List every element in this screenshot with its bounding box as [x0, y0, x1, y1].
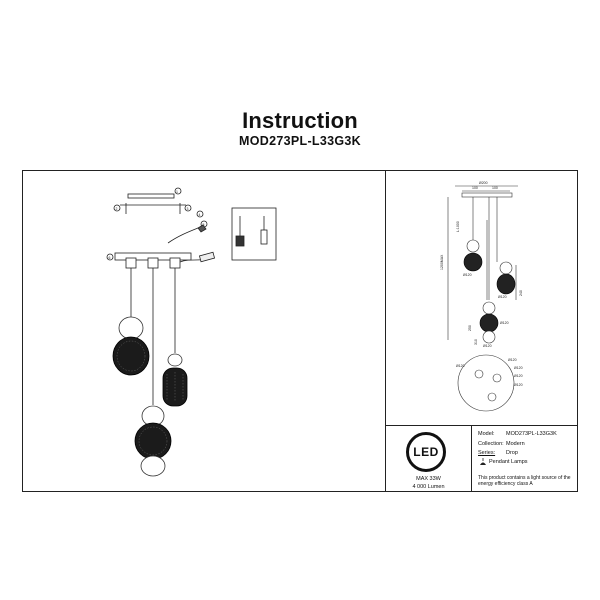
plan-view — [457, 354, 515, 412]
energy-note: This product contains a light source of … — [478, 475, 571, 487]
detail-box — [231, 207, 277, 261]
spec-model-value: MOD273PL-L33G3K — [506, 431, 557, 437]
dim-drop-2: 310 — [474, 339, 478, 345]
spec-type: Pendant Lamps — [489, 459, 528, 465]
dim-shade-2: Ø120 — [498, 295, 507, 299]
dim-spacing-b: 100 — [492, 186, 498, 190]
dim-total-height: 1200MAX — [440, 254, 444, 270]
instruction-frame — [22, 170, 578, 492]
pendant-lamp-icon — [480, 458, 486, 465]
spec-model-label: Model: — [478, 431, 495, 437]
led-badge: LED — [406, 432, 446, 472]
callout-label-1: 1 — [176, 190, 178, 194]
callout-label-5: 5 — [203, 223, 205, 227]
dimension-pendants — [463, 239, 516, 344]
callout-circle-1 — [174, 187, 182, 195]
callout-label-4: 4 — [199, 213, 201, 217]
led-divider — [471, 425, 472, 492]
wire — [167, 227, 199, 244]
panel-divider — [385, 170, 386, 492]
plan-dim-2: Ø120 — [508, 358, 517, 362]
dim-shade-3: Ø120 — [500, 321, 509, 325]
callout-label-6: 6 — [109, 256, 111, 260]
dim-cable: L:1000 — [456, 221, 460, 232]
callout-label-3: 3 — [187, 207, 189, 211]
dimension-drawing — [447, 185, 518, 340]
led-text: LED — [413, 445, 439, 459]
plan-dim-4: Ø120 — [514, 374, 523, 378]
spec-collection-label: Collection: — [478, 441, 504, 447]
callout-circle-6 — [106, 253, 114, 261]
pendant-left — [112, 316, 150, 376]
lumen-rating: 4 000 Lumen — [412, 484, 445, 490]
dim-canopy: Ø200 — [479, 181, 488, 185]
dim-drop-1: 250 — [468, 325, 472, 331]
callout-label-2: 2 — [116, 207, 118, 211]
spec-model: Model: MOD273PL-L33G3K — [478, 431, 557, 437]
callout-circle-4 — [196, 210, 204, 218]
plan-dim-1: Ø120 — [456, 364, 465, 368]
pendant-center — [134, 405, 172, 477]
plan-dim-3: Ø120 — [514, 366, 523, 370]
callout-circle-2 — [113, 204, 121, 212]
spec-series: Series: Drop — [478, 450, 518, 456]
callout-circle-3 — [184, 204, 192, 212]
dim-shade-4: Ø120 — [483, 344, 492, 348]
power-rating: MAX 33W — [416, 476, 441, 482]
spec-series-label: Series: — [478, 450, 496, 456]
model-code: MOD273PL-L33G3K — [239, 134, 361, 148]
page-title: Instruction — [242, 108, 358, 133]
pendant-right — [162, 353, 188, 407]
mounting-bracket — [127, 193, 175, 199]
dim-spacing-a: 100 — [472, 186, 478, 190]
spec-type-value: Pendant Lamps — [489, 459, 528, 465]
spec-collection-value: Modern — [506, 441, 525, 447]
spec-series-value: Drop — [506, 450, 518, 456]
plan-dim-5: Ø120 — [514, 383, 523, 387]
spec-collection: Collection:Modern — [478, 441, 525, 447]
spec-divider — [385, 425, 578, 426]
dim-shade-1: Ø120 — [463, 273, 472, 277]
dim-shade-height: 240 — [519, 290, 523, 296]
